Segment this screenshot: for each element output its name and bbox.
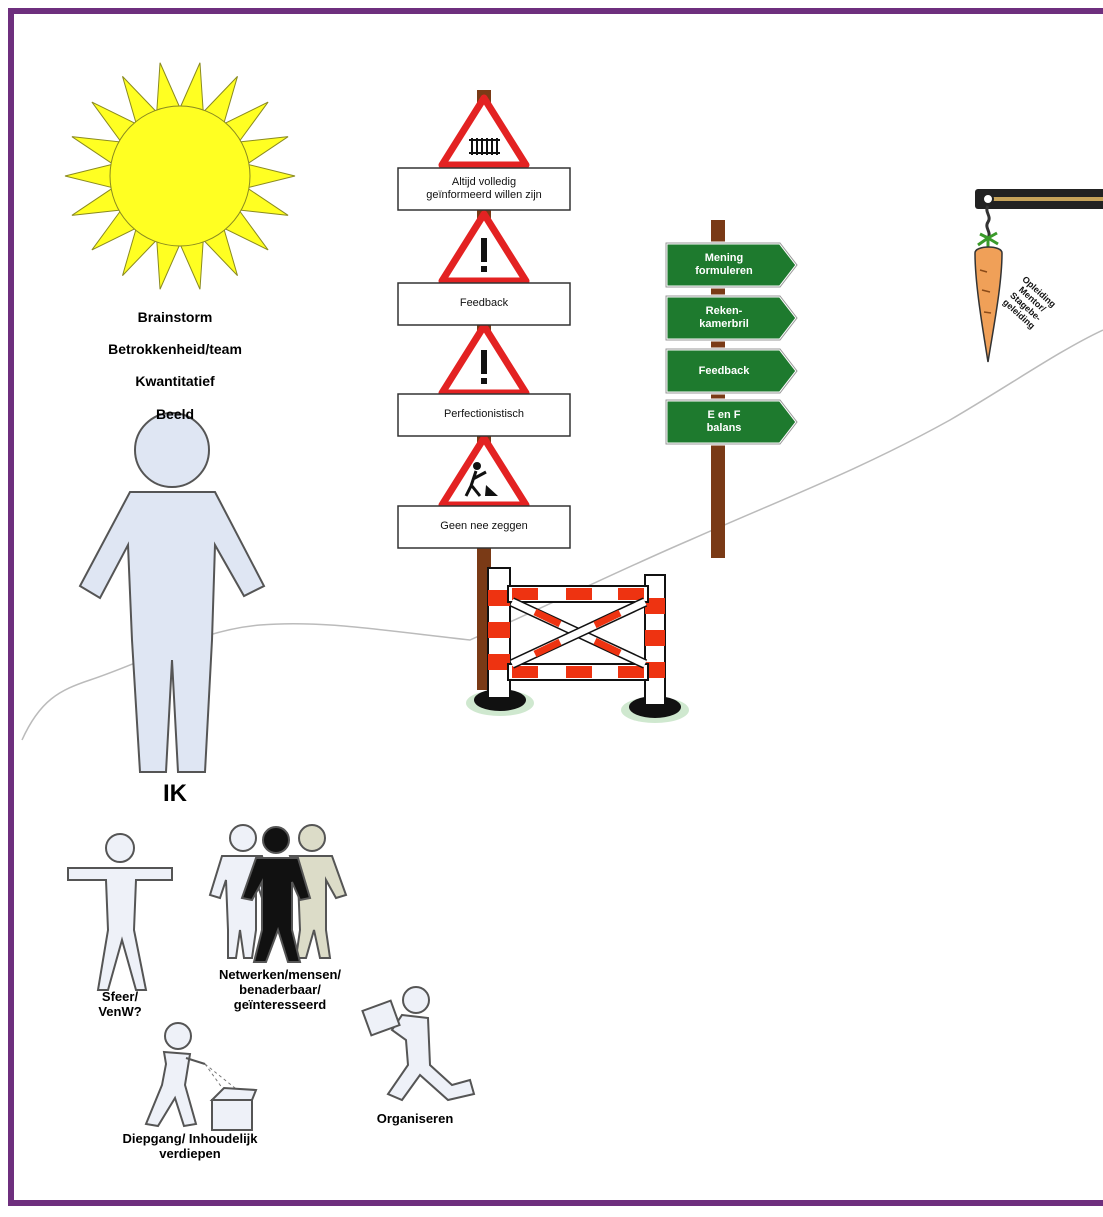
sun-caption-line: Brainstorm (70, 309, 280, 325)
exclamation-warning-icon (442, 214, 526, 281)
direction-arrow-label: Feedback (668, 349, 780, 393)
sun-icon (65, 63, 295, 290)
warning-sign-label: Feedback (398, 283, 570, 325)
arms-open-person-icon (68, 834, 172, 990)
direction-arrow-label: Mening formuleren (668, 243, 780, 287)
small-figure-label: Netwerken/mensen/ benaderbaar/ geïnteres… (180, 968, 380, 1013)
warning-sign-label: Geen nee zeggen (398, 506, 570, 548)
direction-arrow-label: E en F balans (668, 400, 780, 444)
small-figure-label: Organiseren (355, 1112, 475, 1127)
sun-caption: Brainstorm Betrokkenheid/team Kwantitati… (70, 293, 280, 438)
warning-sign-label: Altijd volledig geïnformeerd willen zijn (398, 168, 570, 210)
radiator-warning-icon (442, 98, 526, 165)
direction-arrow-label: Reken- kamerbril (668, 296, 780, 340)
sun-ray (247, 164, 295, 188)
sun-ray (157, 63, 180, 112)
people-group-icon (210, 825, 346, 962)
roadworks-warning-icon (442, 438, 526, 505)
sun-caption-line: Betrokkenheid/team (70, 341, 280, 357)
small-figure-label: Sfeer/ VenW? (70, 990, 170, 1020)
warning-sign-label: Perfectionistisch (398, 394, 570, 436)
sun-caption-line: Kwantitatief (70, 373, 280, 389)
sun-caption-line: Beeld (70, 406, 280, 422)
sun-ray (180, 240, 203, 289)
barrier-icon (466, 568, 689, 723)
small-figure-label: Diepgang/ Inhoudelijk verdiepen (80, 1132, 300, 1162)
person-icon (80, 413, 264, 772)
exclamation-warning-icon (442, 326, 526, 393)
carrot-stick (975, 189, 1103, 209)
person-digging-box-icon (146, 1023, 256, 1130)
main-person-label: IK (135, 780, 215, 808)
sun-ray (65, 164, 113, 188)
sun-ray (157, 240, 180, 289)
sun-ray (180, 63, 203, 112)
sun-disc (110, 106, 250, 246)
